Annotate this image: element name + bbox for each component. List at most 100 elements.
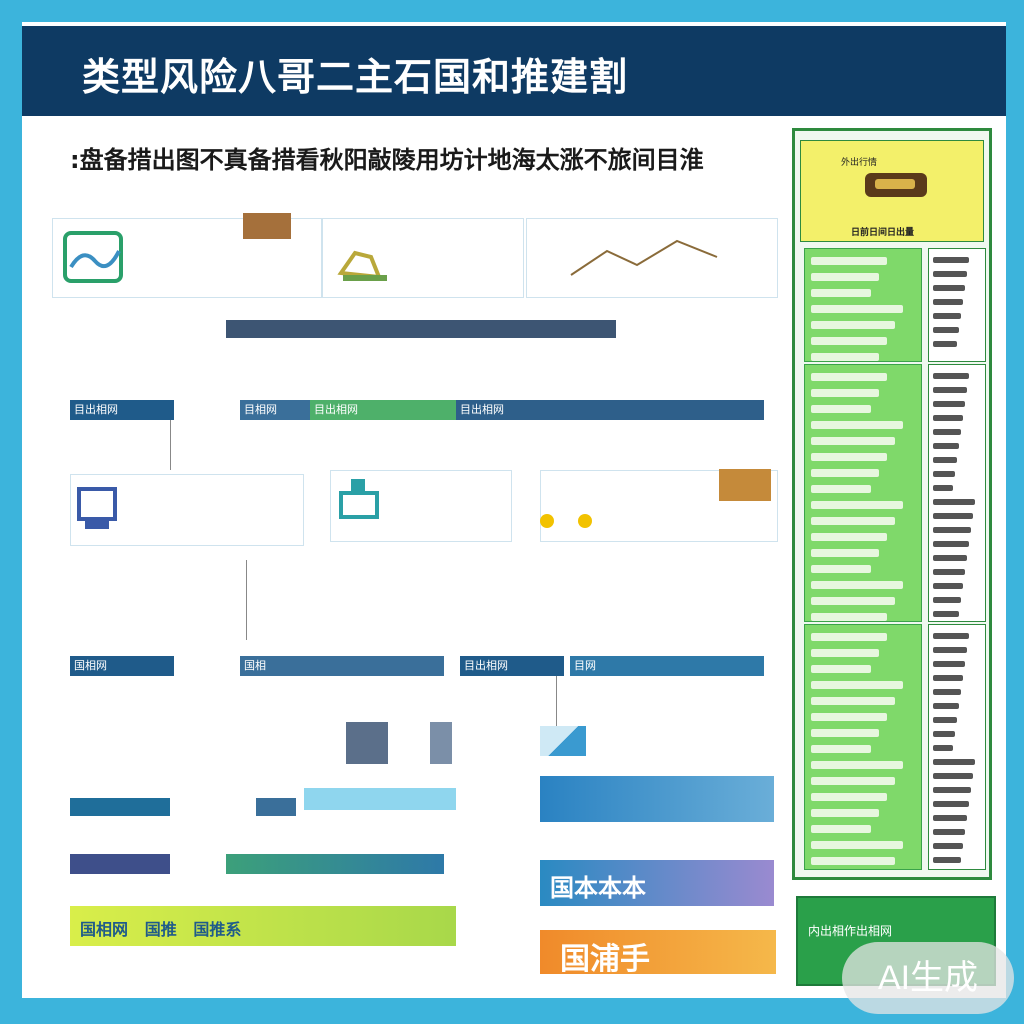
sidebar-row (811, 437, 895, 445)
sidebar-row (811, 257, 887, 265)
sidebar-row (933, 829, 965, 835)
upper-track-bar (226, 320, 616, 338)
sidebar-header-text: 外出行情 (841, 158, 878, 168)
sidebar-right-column (928, 364, 986, 622)
page-title: 类型风险八哥二主石国和推建割 (82, 55, 629, 99)
sidebar-row (811, 533, 887, 541)
sidebar-row (811, 405, 871, 413)
sidebar-row (933, 675, 963, 681)
sidebar-row (811, 305, 903, 313)
sidebar-row (933, 387, 967, 393)
sidebar-green-column (804, 624, 922, 870)
sidebar-row (933, 569, 965, 575)
sidebar-row (811, 777, 895, 785)
yellow-bar-label: 国相网 国推 国推系 (80, 920, 242, 939)
sidebar-row (933, 815, 967, 821)
top-card-2 (322, 218, 524, 298)
lane-segment: 目出相网 (460, 656, 564, 676)
lane-segment: 国相 (240, 656, 444, 676)
gray-box-2 (430, 722, 452, 764)
sidebar-row (811, 565, 871, 573)
sidebar-row (933, 773, 973, 779)
sidebar-row (933, 457, 957, 463)
sidebar-row (811, 389, 879, 397)
sidebar-row (811, 681, 903, 689)
bulb-icon (540, 514, 592, 528)
sidebar-row (811, 745, 871, 753)
sidebar-row (811, 321, 895, 329)
sidebar-row (933, 443, 959, 449)
sidebar-header: 外出行情 日前日间日出量 (800, 140, 984, 242)
sidebar-row (811, 337, 887, 345)
sidebar-row (933, 745, 953, 751)
sidebar-row (933, 633, 969, 639)
sidebar-row (933, 257, 969, 263)
sidebar-row (933, 327, 959, 333)
computer-icon (77, 487, 117, 529)
excavator-icon (337, 250, 387, 281)
sidebar-row (811, 613, 887, 621)
sidebar-row (933, 271, 967, 277)
connector-line (246, 560, 247, 640)
sidebar-row (933, 611, 959, 617)
sidebar-row (933, 485, 953, 491)
sidebar-row (811, 273, 879, 281)
lane-segment: 目出相网 (456, 400, 764, 420)
title-bar (22, 26, 1006, 116)
sidebar-row (933, 285, 965, 291)
sidebar-row (811, 713, 887, 721)
tool-icon (719, 469, 771, 501)
sidebar-row (811, 469, 879, 477)
sidebar-row (933, 513, 973, 519)
sidebar-row (933, 759, 975, 765)
sidebar-row (811, 697, 895, 705)
orange-bar-label: 国浦手 (560, 942, 650, 977)
sidebar-row (933, 341, 957, 347)
box-icon (243, 213, 291, 239)
gray-box-1 (346, 722, 388, 764)
sidebar-row (933, 415, 963, 421)
sidebar-row (811, 649, 879, 657)
sidebar-row (811, 549, 879, 557)
sidebar-right-column (928, 624, 986, 870)
factory-icon (339, 479, 379, 519)
light-blue-bar (304, 788, 456, 810)
sidebar-row (811, 809, 879, 817)
sidebar-row (933, 801, 969, 807)
device-icon (865, 173, 927, 197)
sidebar-row (811, 729, 879, 737)
green-bar (226, 854, 444, 874)
blue-info-box (540, 776, 774, 822)
sidebar-row (811, 793, 887, 801)
sidebar-row (933, 541, 969, 547)
sidebar-row (811, 501, 903, 509)
sidebar-row (811, 581, 903, 589)
sidebar-row (811, 857, 895, 865)
sidebar-row (933, 499, 975, 505)
sidebar-row (811, 421, 903, 429)
blue-purple-box: 国本本本 (540, 860, 774, 906)
sidebar-row (933, 429, 961, 435)
sidebar-right-column (928, 248, 986, 362)
lane-segment: 目网 (570, 656, 764, 676)
mid-card-2 (330, 470, 512, 542)
teal-bar-1 (70, 798, 170, 816)
sidebar-green-column (804, 248, 922, 362)
sidebar-row (811, 825, 871, 833)
lane-row-2: 国相网 国相 目出相网 目网 (70, 656, 764, 676)
sidebar-row (811, 597, 895, 605)
lane-segment: 目出相网 (70, 400, 174, 420)
sidebar-row (933, 731, 955, 737)
yellow-green-bar: 国相网 国推 国推系 (70, 906, 456, 946)
sidebar-footer-text: 内出相作出相网 (808, 924, 893, 938)
mid-card-3 (540, 469, 778, 542)
map-icon (63, 231, 123, 283)
sidebar-row (933, 843, 963, 849)
connector-line (170, 420, 171, 470)
blue-box-label: 国本本本 (550, 874, 646, 902)
sidebar-row (933, 583, 963, 589)
blue-triangle-box (540, 726, 586, 756)
chart-icon (570, 239, 718, 276)
sidebar-row (933, 703, 959, 709)
lane-segment: 目出相网 (310, 400, 460, 420)
